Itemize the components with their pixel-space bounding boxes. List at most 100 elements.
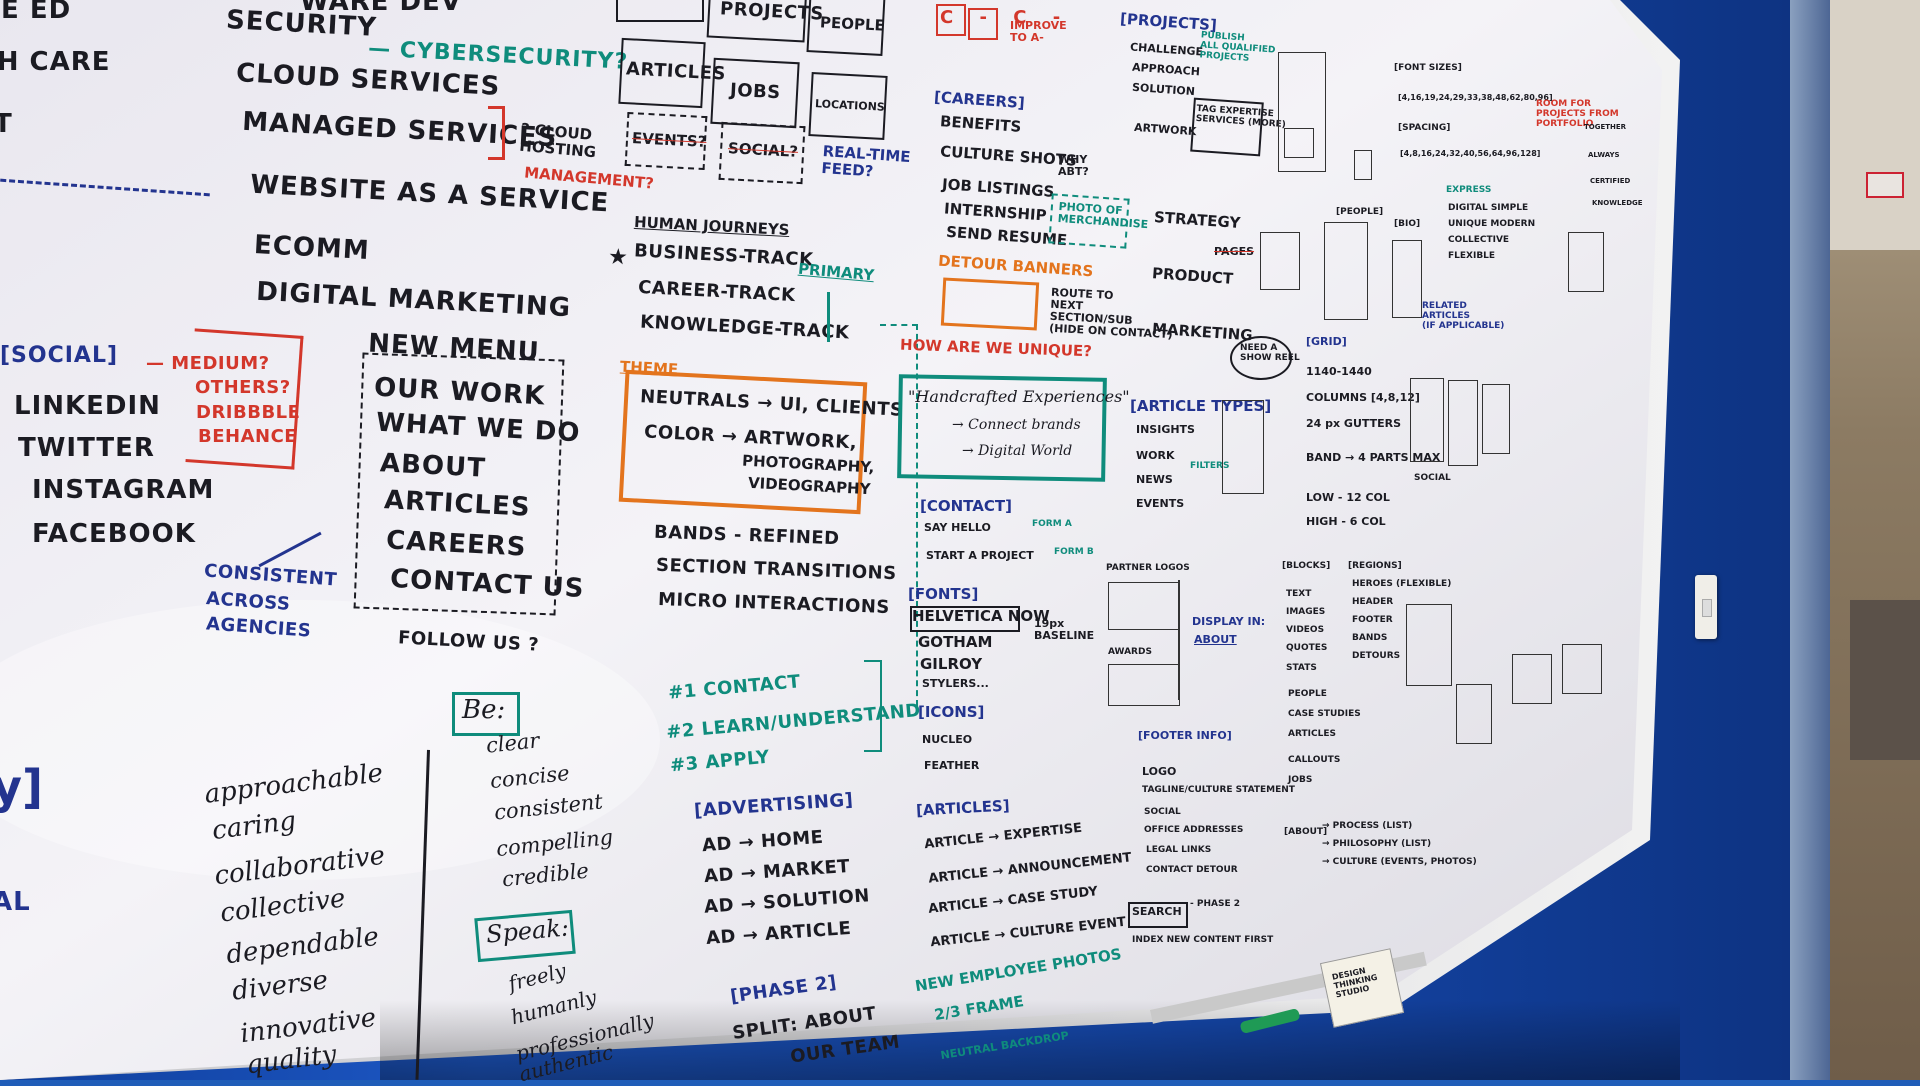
drawer-wireframe [1456, 684, 1492, 744]
note-about: ABOUT [1194, 633, 1237, 646]
be-item: credible [500, 858, 590, 892]
section-people: PEOPLE [819, 13, 886, 35]
note-frame: 2/3 FRAME [933, 992, 1025, 1024]
menu-content-wireframe [1562, 644, 1602, 694]
goal-item: #2 LEARN/UNDERSTAND [665, 699, 922, 744]
detail-wireframe [1482, 384, 1510, 454]
brand-tag: TOGETHER [1584, 123, 1627, 131]
primary-line [827, 292, 830, 342]
people-tag: [PEOPLE] [1336, 207, 1384, 217]
display-bracket [1178, 580, 1180, 700]
region-item: DETOURS [1352, 651, 1401, 661]
bracket-y: y] [0, 760, 44, 814]
track-item: KNOWLEDGE-TRACK [639, 311, 850, 344]
note-team: OUR TEAM [789, 1031, 902, 1068]
note-search: SEARCH [1132, 905, 1182, 918]
light-switch[interactable] [1695, 575, 1717, 639]
project-item: ARTWORK [1133, 120, 1197, 139]
note-linkedin: LINKEDIN [14, 391, 161, 421]
value-item: collective [218, 883, 347, 929]
note-ed: RE ED [0, 0, 72, 25]
value-item: approachable [202, 758, 385, 810]
note-publish: PUBLISH ALL QUALIFIED PROJECTS [1199, 30, 1276, 64]
section-events: EVENTS? [631, 129, 707, 151]
ad-item: AD → ARTICLE [705, 917, 852, 950]
article-item: ARTICLE → CASE STUDY [927, 884, 1099, 917]
track-item: CAREER-TRACK [637, 276, 796, 307]
floor-shadow [380, 1000, 1680, 1080]
note-why-abt: WHY ABT? [1058, 153, 1089, 179]
grade-box-2 [968, 8, 998, 40]
note-related: RELATED ARTICLES (IF APPLICABLE) [1422, 301, 1505, 331]
note-others: OTHERS? [195, 377, 291, 398]
region-item: FOOTER [1352, 615, 1393, 625]
bio-tag: [BIO] [1394, 219, 1421, 229]
careers-title: [CAREERS] [933, 87, 1026, 113]
note-showreel: NEED A SHOW REEL [1240, 343, 1300, 363]
hallway-ceiling [1830, 0, 1920, 250]
hallway-desk [1850, 600, 1920, 760]
icon-lib: NUCLEO [922, 733, 973, 746]
project-wireframe [1278, 52, 1326, 172]
social-bracket [185, 328, 304, 470]
switch-lever-icon [1702, 599, 1712, 617]
note-managed: MANAGED SERVICES [241, 106, 559, 154]
human-journeys-title: HUMAN JOURNEYS [633, 212, 790, 240]
contact-title: [CONTACT] [920, 497, 1012, 515]
note-agencies: AGENCIES [205, 613, 312, 642]
note-across: ACROSS [205, 588, 292, 615]
icons-title: [ICONS] [918, 703, 985, 721]
note-digital-world: → Digital World [962, 443, 1073, 459]
value-item: diverse [230, 965, 330, 1007]
font-sizes-values: [4,16,19,24,29,33,38,48,62,80,96] [1398, 93, 1553, 102]
ad-item: AD → HOME [701, 826, 825, 857]
track-item: BUSINESS-TRACK [633, 240, 814, 271]
express-item: DIGITAL SIMPLE [1448, 203, 1529, 213]
note-follow: FOLLOW US ? [397, 627, 540, 656]
bio-wireframe [1392, 240, 1422, 318]
type-item: EVENTS [1136, 497, 1185, 510]
note-backdrop: NEUTRAL BACKDROP [939, 1028, 1070, 1063]
note-consistent: CONSISTENT [203, 560, 338, 591]
footer-item: LOGO [1142, 765, 1177, 778]
career-item: BENEFITS [939, 112, 1022, 136]
compare-wireframe [1448, 380, 1478, 466]
note-improve: IMPROVE TO A- [1010, 19, 1067, 45]
project-wireframe-thumb [1284, 128, 1314, 158]
article-wireframe [1222, 400, 1264, 494]
about-tag: [ABOUT] [1284, 827, 1328, 837]
section-social: SOCIAL? [727, 139, 799, 161]
awards-grid [1108, 664, 1180, 706]
block-item: JOBS [1288, 775, 1313, 785]
partner-logos-grid [1108, 582, 1180, 630]
region-item: HEROES (FLEXIBLE) [1352, 579, 1452, 589]
regions-title: [REGIONS] [1348, 561, 1402, 571]
type-item: WORK [1136, 449, 1175, 462]
footer-item: CONTACT DETOUR [1146, 865, 1238, 875]
goal-item: #1 CONTACT [667, 671, 802, 704]
door-frame [1790, 0, 1830, 1080]
note-form-a: FORM A [1032, 519, 1072, 529]
block-item: CALLOUTS [1288, 755, 1341, 765]
be-item: consistent [492, 789, 604, 825]
note-medium: — MEDIUM? [146, 353, 270, 374]
note-connect: → Connect brands [952, 417, 1081, 433]
type-item: INSIGHTS [1136, 423, 1195, 436]
note-bands: BANDS - REFINED [653, 521, 840, 550]
brand-tag: KNOWLEDGE [1592, 199, 1643, 207]
article-item: ARTICLE → ANNOUNCEMENT [927, 850, 1133, 887]
be-item: compelling [495, 824, 615, 862]
note-start-project: START A PROJECT [926, 549, 1034, 562]
note-twitter: TWITTER [18, 433, 155, 463]
note-realtime: REAL-TIME FEED? [820, 141, 912, 181]
section-jobs: JOBS [729, 79, 782, 104]
project-tags-wireframe [1410, 378, 1444, 462]
sticker-text: DESIGN THINKING STUDIO [1331, 965, 1379, 1000]
note-dribbble: DRIBBBLE [196, 402, 301, 423]
note-filters: FILTERS [1190, 461, 1230, 471]
note-new-photos: NEW EMPLOYEE PHOTOS [913, 944, 1123, 996]
note-primary: PRIMARY [797, 259, 875, 285]
grid-title: [GRID] [1306, 335, 1347, 348]
block-item: CASE STUDIES [1288, 709, 1361, 719]
block-item: VIDEOS [1286, 625, 1325, 635]
